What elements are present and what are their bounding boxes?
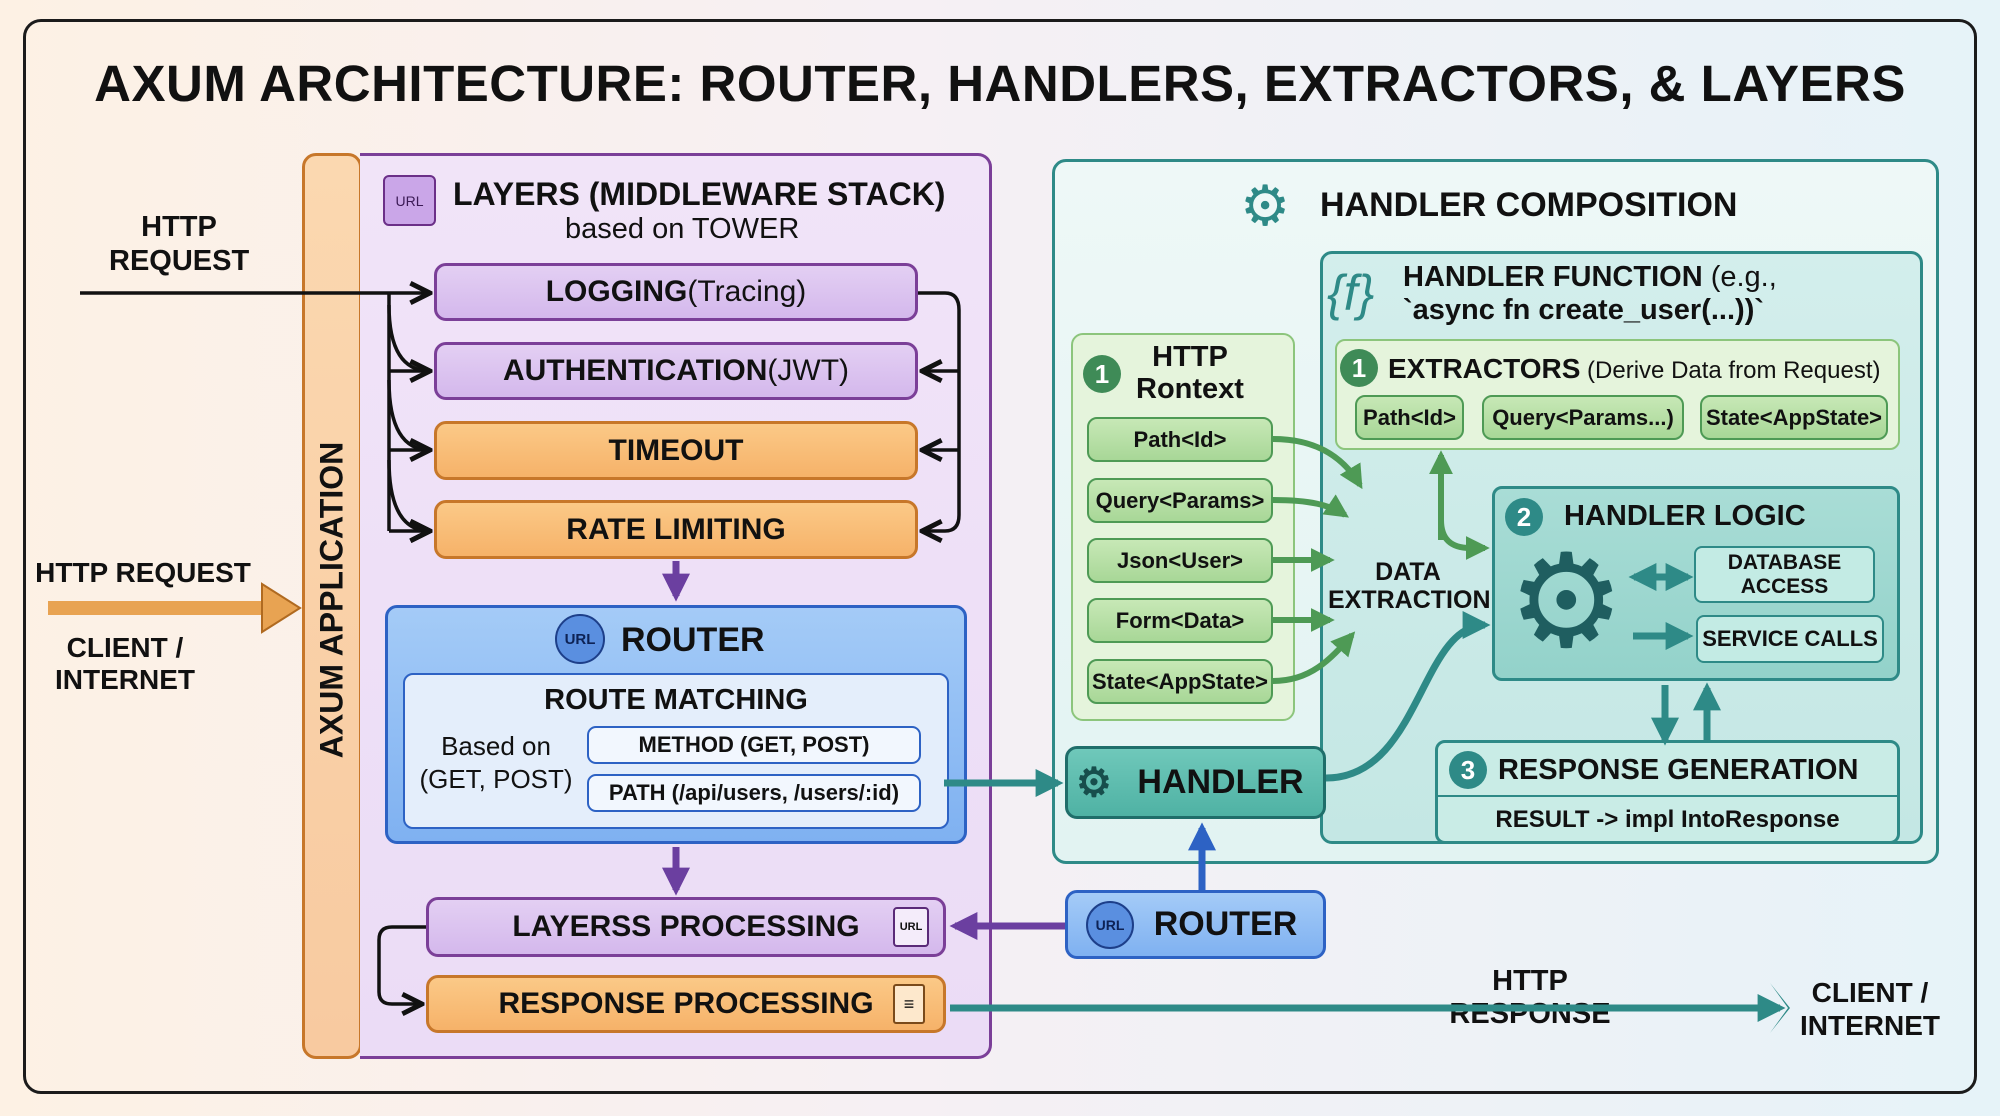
- context-chip-json[interactable]: Json<User>: [1087, 538, 1273, 583]
- extractor-chip[interactable]: Query<Params...): [1482, 395, 1684, 440]
- handler-function-example: `async fn create_user(...))`: [1403, 294, 1765, 326]
- router-url-icon: URL: [555, 614, 605, 664]
- handler-logic-title: HANDLER LOGIC: [1564, 500, 1806, 532]
- url-icon-text: URL: [395, 192, 424, 209]
- page-title: AXUM ARCHITECTURE: ROUTER, HANDLERS, EXT…: [94, 55, 1906, 112]
- handler-composition-title: HANDLER COMPOSITION: [1320, 186, 1738, 224]
- layer-authentication[interactable]: AUTHENTICATION (JWT): [434, 342, 918, 400]
- diagram-frame: [23, 19, 1977, 1094]
- response-generation-result: RESULT -> impl IntoResponse: [1495, 806, 1840, 833]
- data-extraction-1: DATA: [1375, 558, 1441, 586]
- handler-logic-badge: 2: [1505, 498, 1543, 536]
- http-context-title-2: Rontext: [1136, 373, 1244, 405]
- response-generation-divider: [1438, 795, 1897, 797]
- gear-icon: ⚙: [1240, 174, 1291, 237]
- layers-url-icon: URL: [383, 175, 436, 226]
- method-match[interactable]: METHOD (GET, POST): [587, 726, 921, 764]
- logic-gear-icon: ⚙: [1508, 528, 1625, 674]
- response-generation-badge: 3: [1449, 751, 1487, 789]
- based-on-line1: Based on: [441, 731, 551, 761]
- response-processing[interactable]: RESPONSE PROCESSING≡: [426, 975, 946, 1033]
- data-extraction-2: EXTRACTION: [1328, 586, 1491, 614]
- extractor-chip[interactable]: Path<Id>: [1355, 395, 1464, 440]
- client-internet-left-1: CLIENT /: [66, 632, 184, 663]
- client-internet-right-1: CLIENT /: [1811, 977, 1929, 1008]
- layer-timeout[interactable]: TIMEOUT: [434, 421, 918, 480]
- layers-subtitle: based on TOWER: [565, 213, 800, 245]
- layer-logging[interactable]: LOGGING (Tracing): [434, 263, 918, 321]
- context-chip-path[interactable]: Path<Id>: [1087, 417, 1273, 462]
- document-icon: ≡: [893, 984, 925, 1024]
- router-title: ROUTER: [621, 621, 765, 659]
- path-match[interactable]: PATH (/api/users, /users/:id): [587, 774, 921, 812]
- http-context-badge: 1: [1083, 355, 1121, 393]
- context-chip-form[interactable]: Form<Data>: [1087, 598, 1273, 643]
- service-calls[interactable]: SERVICE CALLS: [1696, 615, 1884, 663]
- handler-box[interactable]: ⚙HANDLER: [1065, 746, 1326, 819]
- left-loop: [387, 293, 430, 531]
- layer-rate-limiting[interactable]: RATE LIMITING: [434, 500, 918, 559]
- gears-icon: ⚙: [1076, 760, 1112, 805]
- context-chip-state[interactable]: State<AppState>: [1087, 659, 1273, 704]
- router-url-icon: URL: [1086, 900, 1134, 949]
- processing-loop: [377, 925, 426, 1004]
- url-search-icon: URL: [893, 907, 929, 947]
- extractors-title: EXTRACTORS (Derive Data from Request): [1388, 353, 1881, 384]
- client-internet-right-2: INTERNET: [1800, 1010, 1940, 1041]
- http-context-box: [1071, 333, 1295, 721]
- route-matching-title: ROUTE MATCHING: [544, 684, 808, 716]
- context-chip-query[interactable]: Query<Params>: [1087, 478, 1273, 523]
- http-request-top-1: HTTP: [141, 211, 217, 243]
- layers-title: LAYERS (MIDDLEWARE STACK): [453, 176, 946, 212]
- client-internet-left-2: INTERNET: [55, 664, 195, 695]
- http-context-title-1: HTTP: [1152, 341, 1228, 373]
- function-braces-icon: {f}: [1327, 265, 1375, 321]
- http-request-mid: HTTP REQUEST: [35, 557, 251, 588]
- axum-application-bar: [302, 153, 362, 1059]
- extractor-chip[interactable]: State<AppState>: [1700, 395, 1888, 440]
- based-on-line2: (GET, POST): [419, 764, 573, 794]
- http-response-label: HTTP RESPONSE: [1449, 965, 1611, 1031]
- extractors-badge: 1: [1340, 349, 1378, 387]
- http-request-top-2: REQUEST: [109, 245, 250, 277]
- response-generation-title: RESPONSE GENERATION: [1498, 754, 1859, 786]
- right-loop: [918, 291, 961, 531]
- handler-function-title: HANDLER FUNCTION (e.g.,: [1403, 261, 1777, 293]
